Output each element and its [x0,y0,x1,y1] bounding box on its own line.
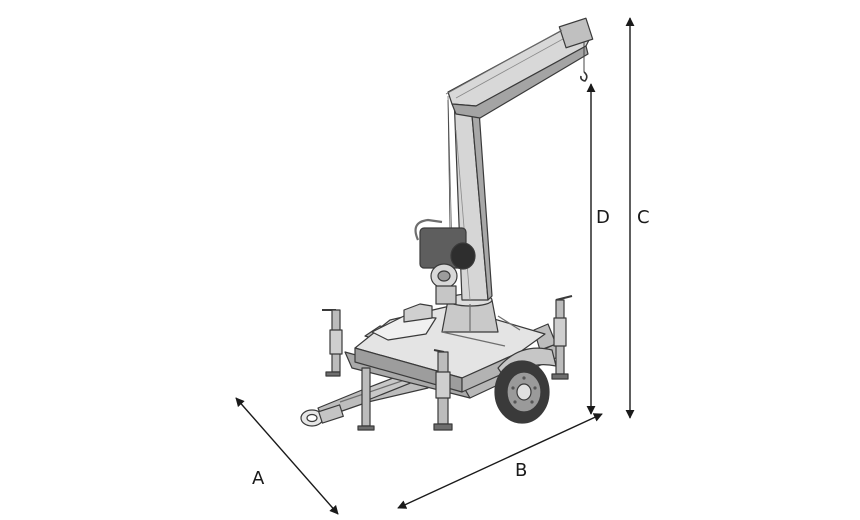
hoist-hook [447,42,588,229]
dimension-label-b: B [515,460,528,481]
outrigger-rear-inner [357,367,375,431]
crane-jib [445,17,594,119]
winch-motor [414,218,476,305]
dimension-label-d: D [596,207,610,228]
dimension-label-a: A [252,468,265,489]
outrigger-rear-right [551,295,573,380]
tow-hitch [300,404,344,427]
trailer-crane-illustration [300,17,594,431]
dimension-label-c: C [637,207,650,228]
wheel [494,360,550,424]
dimension-arrow-a [235,397,339,515]
outrigger-front-left [322,309,343,377]
dimension-arrow-b [397,413,603,509]
outrigger-front-right [433,349,453,431]
